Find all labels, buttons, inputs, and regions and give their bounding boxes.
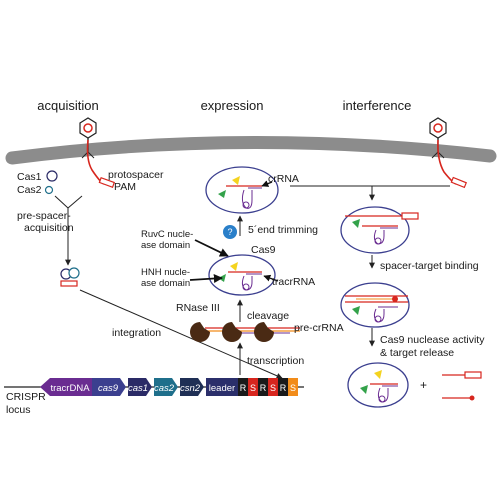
svg-text:R: R [280,383,287,393]
gene-csn2: csn2 [180,378,204,396]
unknown-factor [223,225,237,239]
pre-spacer-label-1: pre-spacer- [17,210,71,222]
svg-text:cas1: cas1 [128,383,148,394]
plus-sign: + [420,378,427,392]
gene-cas2: cas2 [154,378,178,396]
hnh-label-1: HNH nucle- [141,267,190,278]
activity-label-1: Cas9 nuclease activity [380,334,485,346]
tracrrna-label: tracrRNA [272,276,315,288]
ruvc-pointer [194,239,229,257]
hnh-label-2: ase domain [141,278,190,289]
phage-right [429,117,468,189]
cas-complex-with-prespacer [60,267,80,287]
spacer-2: S [268,378,278,396]
interference-complex-1 [340,206,419,254]
pam-label: PAM [114,181,136,193]
svg-text:leader: leader [209,383,235,394]
hnh-pointer [189,274,223,283]
cas1-label: Cas1 [17,171,42,183]
repeat-3: R [278,378,288,396]
svg-text:cas9: cas9 [98,383,119,394]
protospacer-label: protospacer [108,169,164,181]
interference-complex-2 [340,282,410,328]
spacer-3: S [288,378,298,396]
svg-text:tracrDNA: tracrDNA [50,383,90,394]
transcription-label: transcription [247,355,304,367]
cas9-crrna-complex-top [205,166,279,214]
rnase-iii-2 [222,322,242,342]
svg-text:S: S [270,383,276,393]
repeat-2: R [258,378,268,396]
locus-label-1: CRISPR [6,391,46,403]
locus-leader: leader [206,378,238,396]
tracrrna-pointer [263,274,279,282]
crrna-pointer [261,180,273,187]
pre-crrna-label: pre-crRNA [294,322,344,334]
svg-text:R: R [260,383,267,393]
cell-membrane [5,136,497,165]
locus-label-2: locus [6,404,31,416]
rnase-iii-1 [190,322,210,342]
released-target-dna [442,371,482,401]
phase-acquisition-title: acquisition [37,98,98,113]
unknown-factor-mark: ? [227,227,232,237]
ruvc-label-2: ase domain [141,240,190,251]
svg-text:R: R [240,383,247,393]
svg-text:cas2: cas2 [154,383,175,394]
cleavage-label: cleavage [247,310,289,322]
cas2-protein [44,185,54,195]
phase-expression-title: expression [201,98,264,113]
acquisition-junction [54,195,83,266]
gene-tracrdna: tracrDNA [40,378,92,396]
crrna-label: crRNA [268,173,299,185]
svg-text:S: S [250,383,256,393]
integration-label: integration [112,327,161,339]
interference-complex-3 [347,362,409,408]
ruvc-label-1: RuvC nucle- [141,229,193,240]
cas2-label: Cas2 [17,184,42,196]
cas1-protein [46,170,58,182]
gene-cas1: cas1 [128,378,152,396]
svg-text:csn2: csn2 [180,383,201,394]
pre-crrna-processing [190,322,300,342]
repeat-1: R [238,378,248,396]
spacer-1: S [248,378,258,396]
phase-interference-title: interference [343,98,412,113]
trimming-label: 5´end trimming [248,224,318,236]
cas9-label: Cas9 [251,244,276,256]
integration-arrow [79,289,283,379]
phage-left [79,117,116,188]
svg-text:S: S [290,383,296,393]
rnase-label: RNase III [176,302,220,314]
activity-label-2: & target release [380,347,454,359]
binding-label: spacer-target binding [380,260,479,272]
pre-spacer-label-2: acquisition [24,222,74,234]
cas9-tracrrna-complex [208,254,276,296]
rnase-iii-3 [254,322,274,342]
gene-cas9: cas9 [92,378,126,396]
